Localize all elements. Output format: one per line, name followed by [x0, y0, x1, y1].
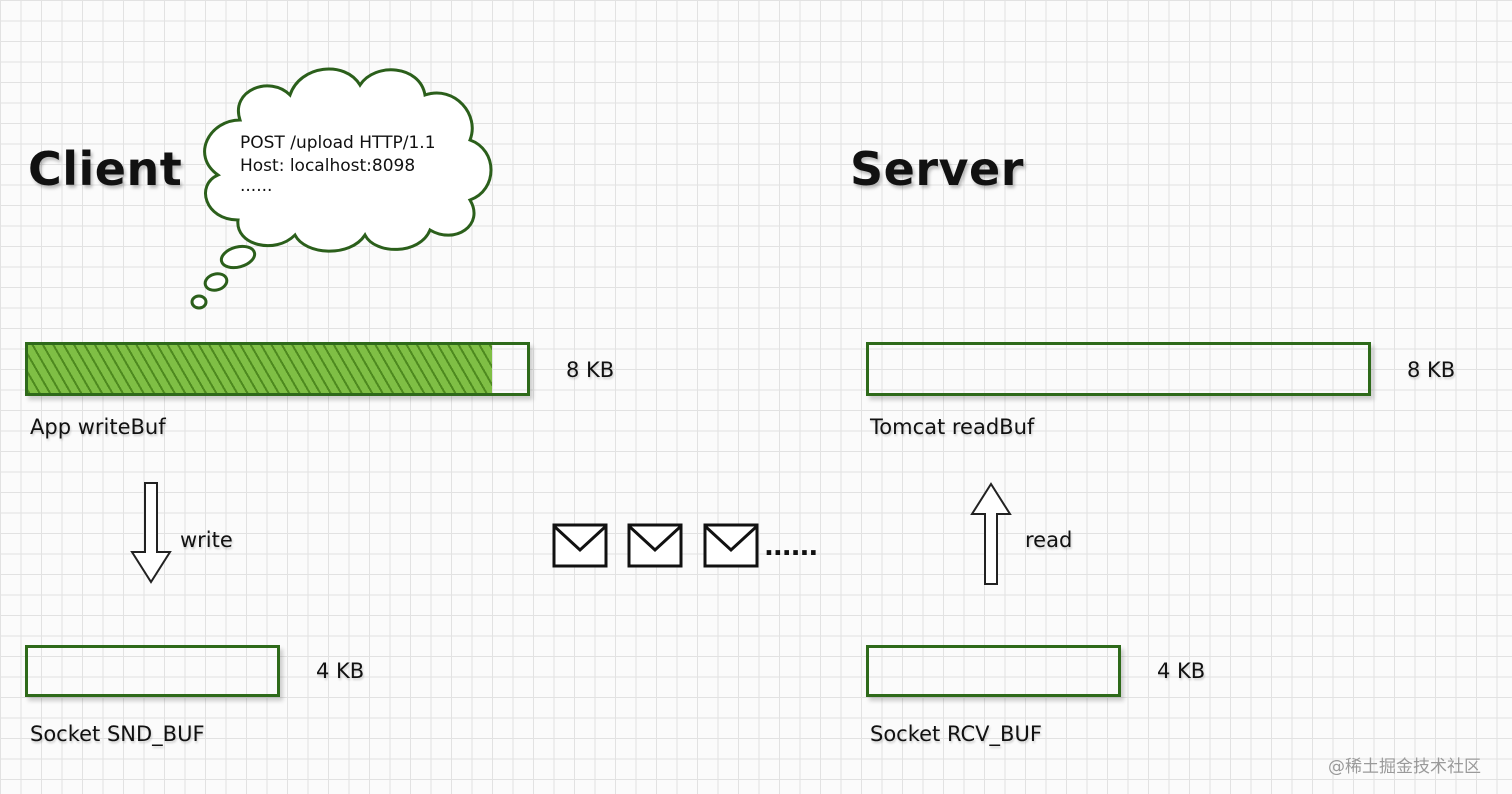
app-writebuf-fill [28, 345, 493, 393]
client-title: Client [28, 142, 183, 196]
server-title: Server [850, 142, 1024, 196]
thought-cloud [190, 67, 493, 310]
packets-ellipsis: ...... [764, 532, 818, 562]
app-writebuf [25, 342, 530, 396]
write-arrow-icon [130, 482, 172, 584]
socket-rcv-buf-label: Socket RCV_BUF [870, 722, 1042, 746]
tomcat-readbuf [866, 342, 1371, 396]
cloud-line-2: Host: localhost:8098 [240, 156, 416, 176]
tomcat-readbuf-label: Tomcat readBuf [870, 415, 1035, 439]
tomcat-readbuf-size: 8 KB [1407, 358, 1456, 382]
envelope-icon [552, 523, 608, 568]
app-writebuf-label: App writeBuf [30, 415, 166, 439]
socket-rcv-buf-size: 4 KB [1157, 659, 1206, 683]
write-label: write [180, 528, 233, 552]
app-writebuf-size: 8 KB [566, 358, 615, 382]
envelope-icon [627, 523, 683, 568]
socket-rcv-buf [866, 645, 1121, 697]
cloud-line-3: ...... [240, 176, 273, 196]
read-label: read [1025, 528, 1073, 552]
watermark: @稀土掘金技术社区 [1328, 757, 1481, 777]
read-arrow-icon [970, 482, 1012, 585]
socket-snd-buf [25, 645, 280, 697]
socket-snd-buf-label: Socket SND_BUF [30, 722, 205, 746]
envelope-icon [703, 523, 759, 568]
socket-snd-buf-size: 4 KB [316, 659, 365, 683]
cloud-line-1: POST /upload HTTP/1.1 [240, 133, 436, 153]
